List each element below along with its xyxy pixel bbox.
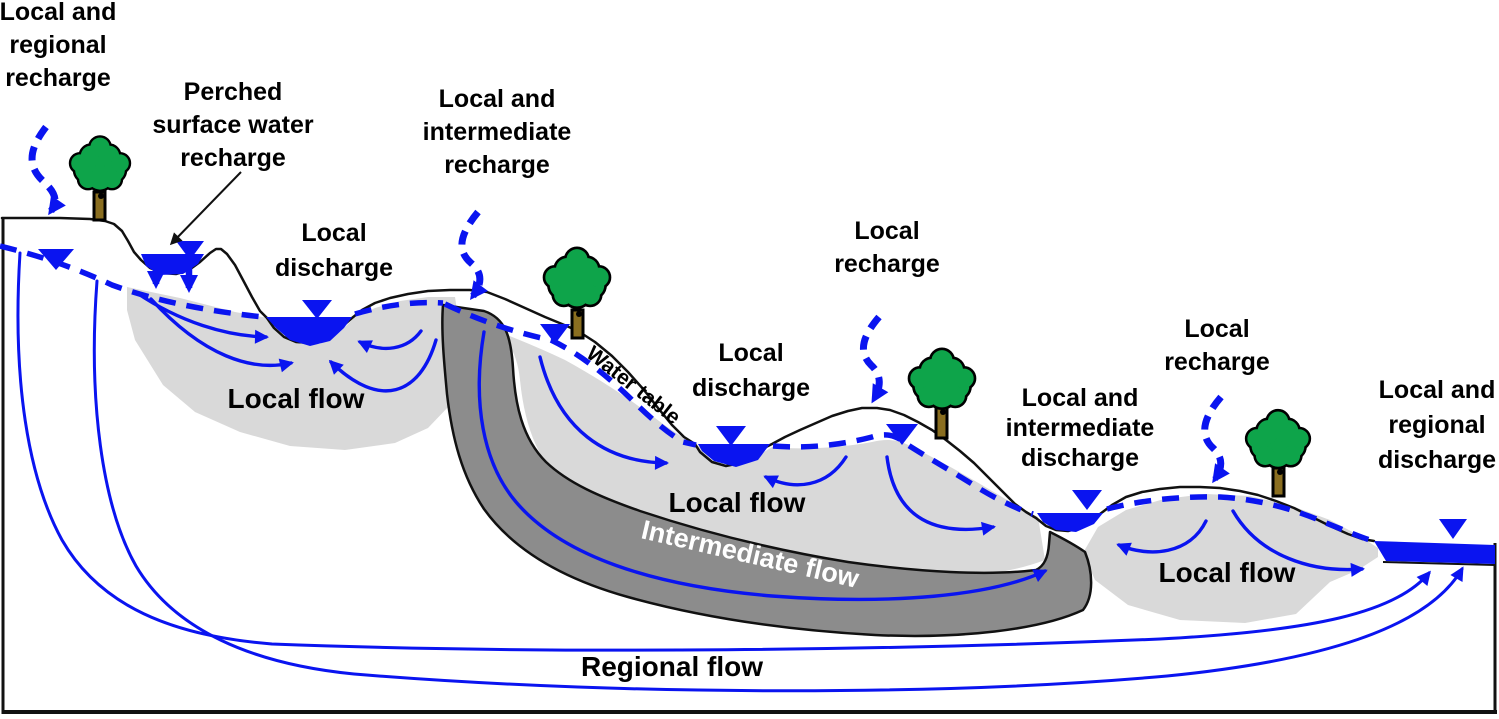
label-line: Local [718,339,783,367]
label-local-intermediate-discharge: Local and intermediate discharge [1006,384,1155,472]
regional-flow-line-1 [16,251,1431,652]
recharge-arrow [860,314,889,404]
label-line: intermediate [423,118,572,146]
label-line: discharge [1021,444,1139,472]
tree-icon [71,138,129,222]
intermediate-flow-band [441,303,1093,638]
tree-icon [1247,411,1308,498]
water-table-marker-icon [176,241,204,260]
water-table-marker-icon [302,300,332,319]
pond-local-intermediate-discharge [1037,513,1103,532]
label-line: discharge [275,254,393,282]
water-table-line [772,432,1034,517]
water-table-line [1106,494,1374,544]
label-line: Local [854,217,919,245]
water-table-marker-icon [1072,490,1102,510]
local-flow-arrow [328,338,438,393]
tree-icon [910,350,973,440]
label-local-regional-discharge: Local and regional discharge [1378,376,1496,474]
label-local-flow-3: Local flow [1159,557,1296,588]
label-line: discharge [692,374,810,402]
water-table-marker-icon [38,249,74,270]
label-line: recharge [1164,348,1270,376]
water-table-marker-icon [886,424,918,445]
label-line: surface water [152,111,313,139]
water-table-marker-icon [540,324,570,344]
label-local-flow-2: Local flow [669,487,806,518]
recharge-arrow [458,209,488,301]
local-flow-arrow [135,291,269,344]
water-table-line [443,301,697,448]
regional-flow-line-2 [92,279,1464,693]
pond-local-discharge-2 [698,444,770,467]
label-line: Perched [184,78,283,106]
stream-bed-line [1382,561,1496,566]
stream-local-regional-discharge [1374,541,1495,564]
pond-local-discharge-1 [266,317,352,346]
local-flow-arrow [1116,519,1208,556]
label-line: Local and [0,0,116,26]
local-flow-arrow [357,329,423,354]
local-flow-arrow [538,355,669,470]
local-flow-body-1 [127,287,460,450]
local-flow-arrow [763,455,848,489]
perched-pond [141,254,204,275]
local-flow-arrow [149,297,294,373]
local-flow-arrow [1231,509,1365,577]
label-local-discharge-2: Local discharge [692,339,810,402]
water-table-marker-icon [716,426,746,446]
label-line: recharge [5,64,111,92]
label-line: discharge [1378,446,1496,474]
label-local-discharge-1: Local discharge [275,219,393,282]
label-line: recharge [444,151,550,179]
label-line: Local [1184,315,1249,343]
water-table-line [354,299,444,317]
water-table-marker-icon [1439,519,1467,539]
label-line: Local [301,219,366,247]
water-table-line [0,243,264,320]
label-local-regional-recharge: Local and regional recharge [0,0,116,92]
local-flow-body-3 [1083,494,1378,623]
label-local-recharge-1: Local recharge [834,217,940,278]
label-line: recharge [180,144,286,172]
label-line: Local and [439,85,556,113]
label-line: recharge [834,250,940,278]
label-local-flow-1: Local flow [228,383,365,414]
recharge-arrow [28,124,66,216]
label-line: intermediate [1006,414,1155,442]
label-regional-flow: Regional flow [581,651,763,682]
label-line: Local and [1379,376,1496,404]
label-local-intermediate-recharge: Local and intermediate recharge [423,85,572,179]
label-perched-surface-water-recharge: Perched surface water recharge [152,78,313,172]
local-flow-arrow [885,455,996,536]
tree-icon [545,249,608,340]
label-line: Local and [1022,384,1139,412]
perched-label-pointer [169,171,242,246]
label-line: regional [9,31,106,59]
label-local-recharge-2: Local recharge [1164,315,1270,376]
intermediate-flow-line [477,330,1048,602]
recharge-arrow [1201,394,1230,484]
label-line: regional [1388,411,1485,439]
